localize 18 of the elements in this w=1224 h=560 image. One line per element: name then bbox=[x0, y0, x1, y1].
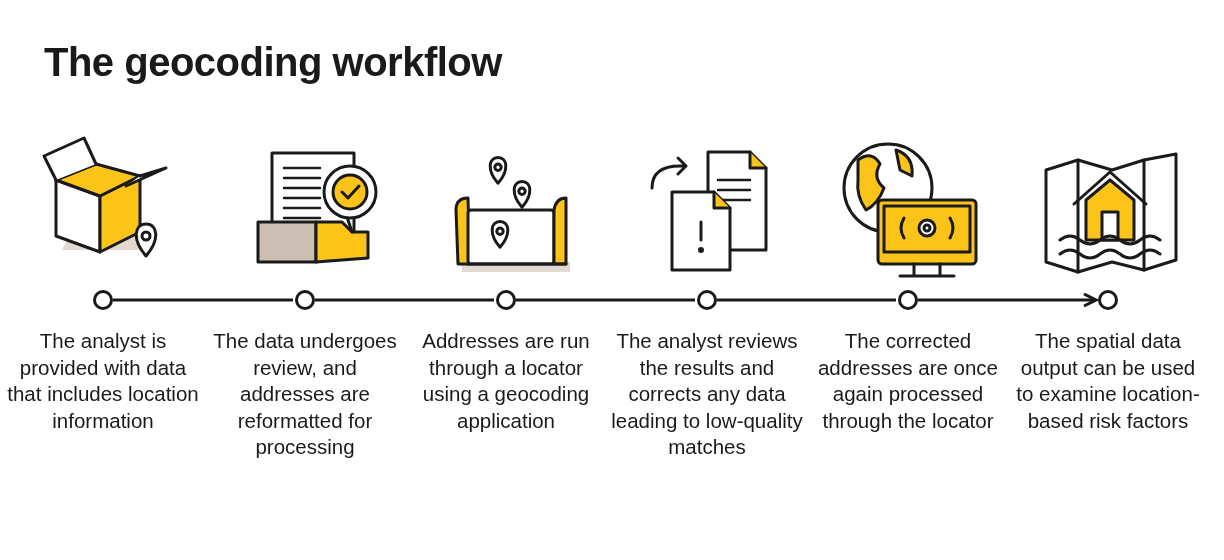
step-description: The analyst reviews the results and corrects any data leading to low-quality matches bbox=[610, 328, 804, 460]
timeline-marker bbox=[1098, 290, 1118, 310]
step-description: The corrected addresses are once again processed through the locator bbox=[816, 328, 1000, 434]
timeline-marker bbox=[496, 290, 516, 310]
connector-line bbox=[315, 298, 494, 302]
connector-line bbox=[516, 298, 695, 302]
timeline-marker bbox=[697, 290, 717, 310]
connector-line bbox=[918, 292, 1098, 308]
timeline-marker bbox=[898, 290, 918, 310]
step-description: The analyst is provided with data that includes location information bbox=[6, 328, 200, 434]
step-description: The spatial data output can be used to examine location-based risk factors bbox=[1015, 328, 1201, 434]
timeline-marker bbox=[295, 290, 315, 310]
connector-line bbox=[113, 298, 293, 302]
step-description: The data undergoes review, and addresses are reformatted for processing bbox=[212, 328, 398, 460]
connector-line bbox=[717, 298, 896, 302]
timeline-marker bbox=[93, 290, 113, 310]
title: The geocoding workflow bbox=[44, 40, 502, 85]
step-description: Addresses are run through a locator using a geocoding application bbox=[421, 328, 591, 434]
